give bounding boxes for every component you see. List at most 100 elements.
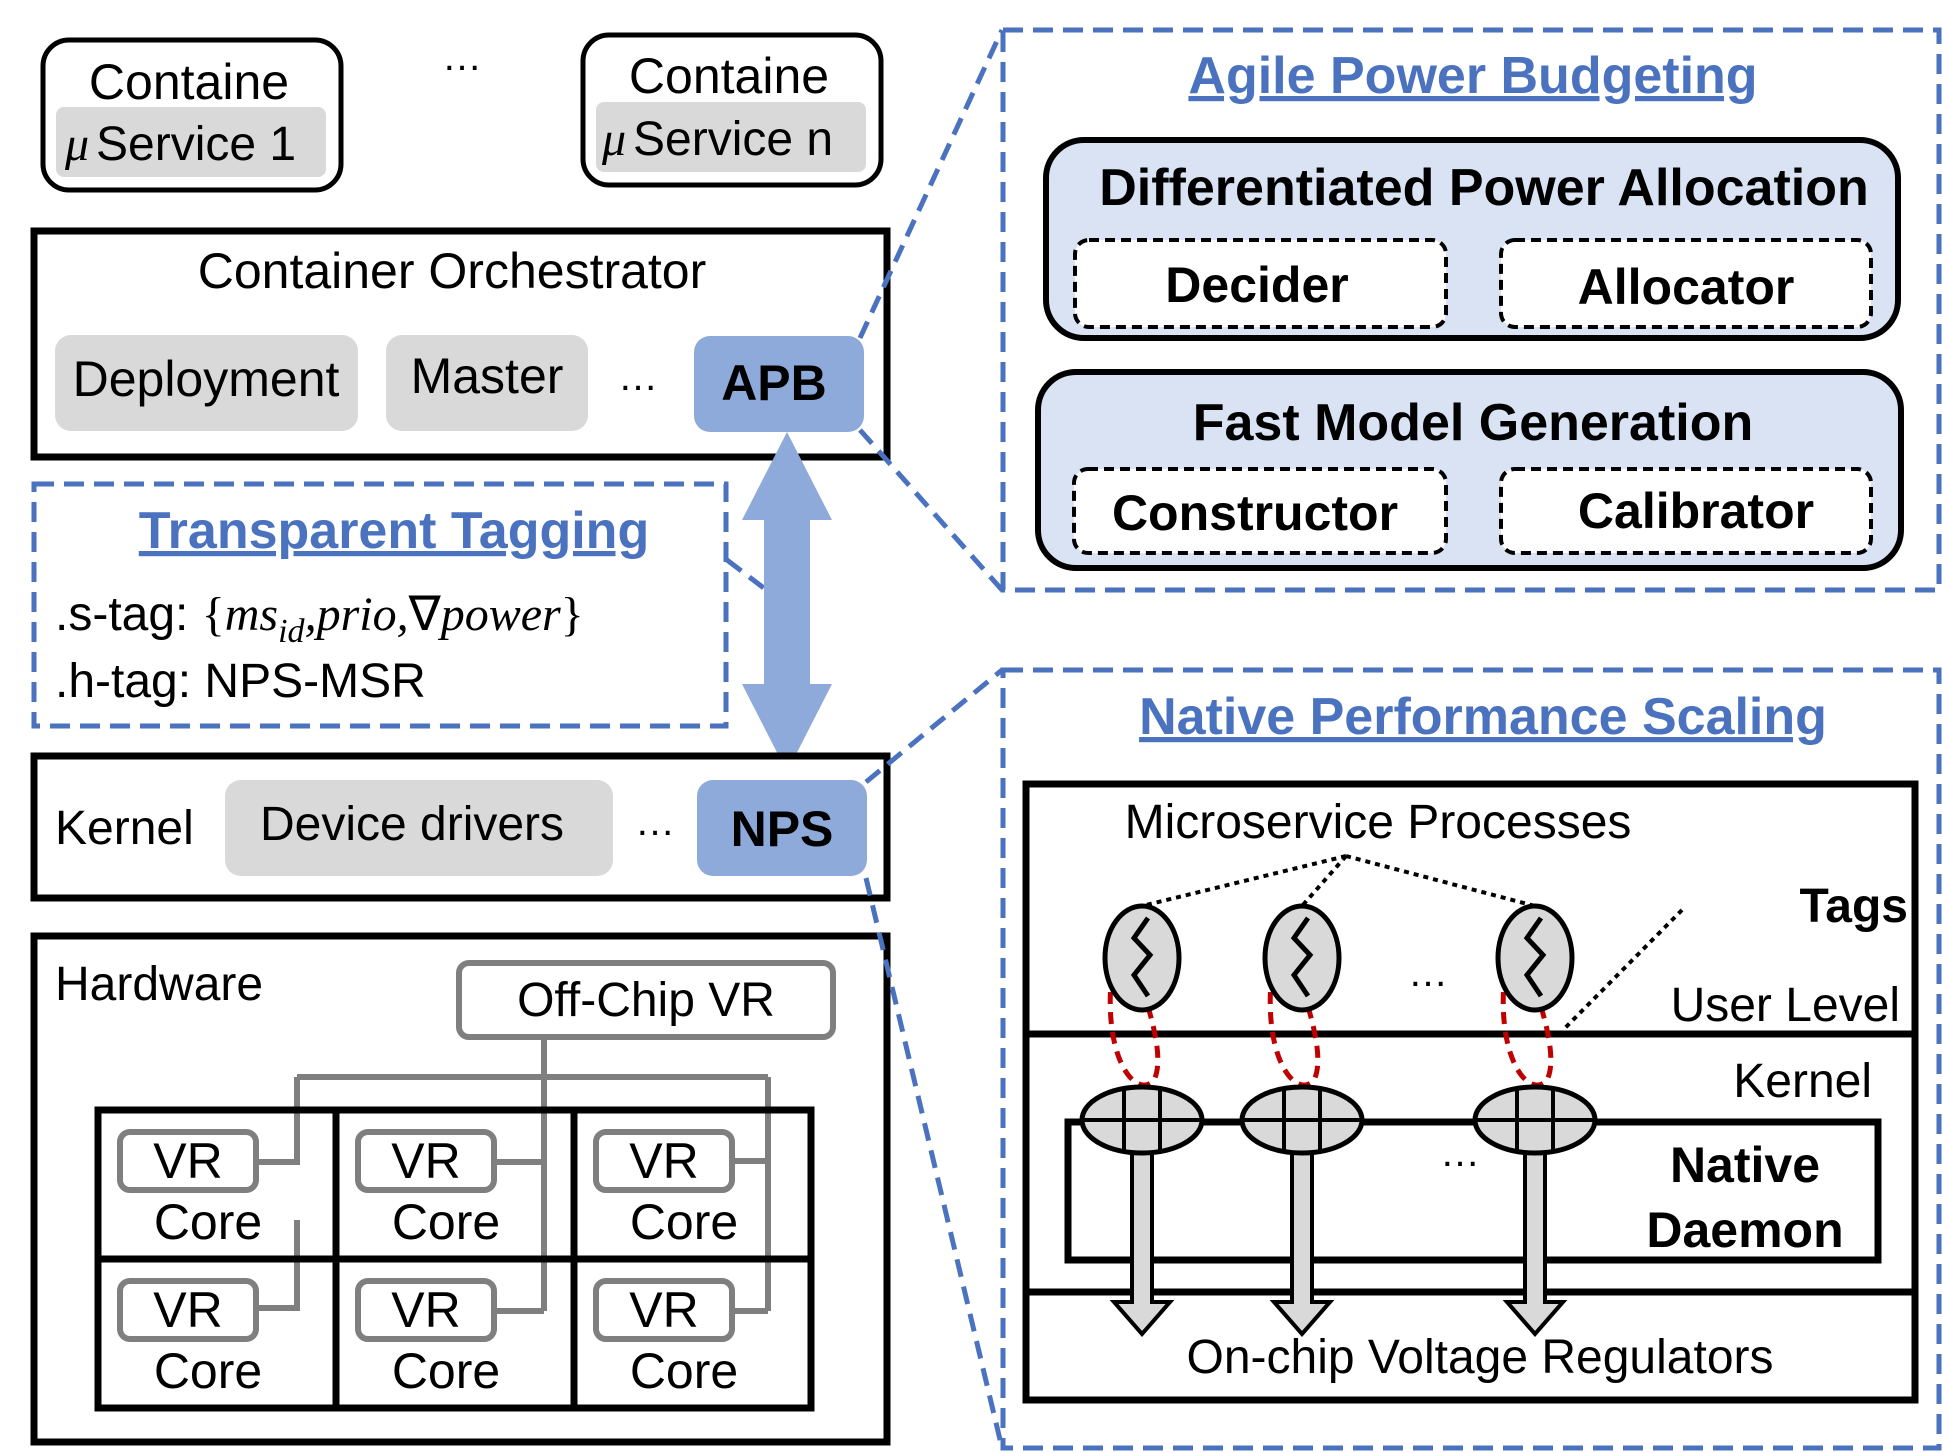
native-daemon-line1: Native — [1670, 1137, 1820, 1193]
tag-loop — [1267, 971, 1321, 1088]
device-drivers-chip — [225, 780, 613, 876]
vr-box — [355, 1278, 497, 1342]
daemon-ellipsis: … — [1440, 1131, 1480, 1175]
core-label: Core — [630, 1194, 738, 1250]
on-chip-regulators-label: On-chip Voltage Regulators — [1186, 1331, 1773, 1384]
s-tag-ms: ms — [225, 588, 278, 641]
dpa-title: Differentiated Power Allocation — [1099, 159, 1869, 217]
deployment-chip — [55, 335, 358, 431]
vr-label: VR — [391, 1133, 460, 1189]
regulator-arrow — [1269, 1148, 1335, 1338]
agile-power-budgeting-panel: Agile Power Budgeting Differentiated Pow… — [1000, 27, 1942, 593]
calibrator-box — [1499, 467, 1873, 555]
apb-panel-title: Agile Power Budgeting — [1188, 47, 1757, 105]
service-label: Service n — [633, 113, 833, 166]
vr-label: VR — [629, 1282, 698, 1338]
native-daemon-line2: Daemon — [1646, 1202, 1843, 1258]
transparent-tagging-box: Transparent Tagging .s-tag: {msid,prio,∇… — [31, 481, 729, 729]
user-level-label: User Level — [1671, 979, 1900, 1032]
device-drivers-label: Device drivers — [260, 798, 564, 851]
offchip-vr-label: Off-Chip VR — [517, 974, 775, 1027]
nps-chip — [697, 780, 867, 876]
native-performance-scaling-panel: Native Performance Scaling Microservice … — [1000, 667, 1942, 1451]
s-tag-id: id — [278, 613, 305, 650]
vr-label: VR — [391, 1282, 460, 1338]
thread-squiggle-icon — [1290, 916, 1314, 998]
constructor-box — [1072, 467, 1448, 555]
kernel-layer-label: Kernel — [1733, 1055, 1872, 1108]
hardware-label: Hardware — [55, 958, 263, 1011]
apb-label: APB — [721, 355, 827, 411]
kernel-box: Kernel Device drivers … NPS — [30, 752, 891, 902]
containers-ellipsis: … — [442, 35, 482, 79]
service-chip — [596, 102, 866, 172]
vr-label: VR — [153, 1133, 222, 1189]
core-label: Core — [392, 1343, 500, 1399]
container-orchestrator: Container Orchestrator Deployment Master… — [30, 227, 891, 461]
s-tag-brace-close: } — [561, 588, 584, 641]
constructor-label: Constructor — [1112, 485, 1398, 541]
process-groups — [1079, 903, 1598, 1338]
vr-box — [355, 1129, 497, 1193]
process-ellipse — [1262, 903, 1342, 1013]
calibrator-label: Calibrator — [1578, 483, 1814, 539]
tag-loop — [1500, 971, 1554, 1088]
tag-loop — [1107, 971, 1161, 1088]
s-tag-rest: ,prio, — [305, 588, 409, 641]
thread-squiggle-icon — [1130, 916, 1154, 998]
microservice-processes-label: Microservice Processes — [1125, 796, 1632, 849]
core-label: Core — [392, 1194, 500, 1250]
process-ellipse — [1495, 903, 1575, 1013]
s-tag-brace-open: { — [202, 588, 225, 641]
s-tag-nabla: ∇ — [408, 588, 442, 641]
s-tag-line: .s-tag: {msid,prio,∇power} — [55, 588, 584, 650]
process-group — [1079, 903, 1205, 1338]
s-tag-power: power — [438, 588, 561, 641]
process-group — [1239, 903, 1365, 1338]
process-tag-lines — [1141, 854, 1684, 1030]
service-label: Service 1 — [96, 118, 296, 171]
container-box-n: Containe μ Service n — [580, 32, 884, 188]
apb-chip — [694, 336, 864, 432]
core-label: Core — [630, 1343, 738, 1399]
hardware-box: Hardware Off-Chip VR VRCoreVRCoreVRCoreV… — [30, 932, 891, 1446]
s-tag-label: .s-tag: — [55, 588, 202, 641]
orchestrator-title: Container Orchestrator — [198, 243, 707, 299]
master-label: Master — [411, 348, 564, 404]
deployment-label: Deployment — [73, 351, 340, 407]
core-label: Core — [154, 1343, 262, 1399]
core-grid — [94, 1106, 815, 1412]
process-ellipsis: … — [1408, 951, 1448, 995]
fmg-title: Fast Model Generation — [1193, 394, 1754, 452]
apb-nps-double-arrow — [742, 432, 832, 772]
thread-squiggle-icon — [1523, 916, 1547, 998]
core-label: Core — [154, 1194, 262, 1250]
zoom-connectors — [857, 28, 1005, 1449]
decider-box — [1073, 238, 1448, 329]
allocator-box — [1499, 238, 1873, 329]
vr-box — [117, 1278, 259, 1342]
container-title: Containe — [89, 54, 289, 110]
nps-label: NPS — [731, 801, 834, 857]
mu-symbol: μ — [601, 113, 626, 166]
process-ellipse — [1102, 903, 1182, 1013]
container-box-1: Containe μ Service 1 — [40, 37, 344, 193]
service-chip — [56, 107, 326, 177]
vr-wiring — [258, 1040, 771, 1314]
orchestrator-ellipsis: … — [618, 355, 658, 399]
tags-label: Tags — [1800, 880, 1908, 933]
kernel-ellipsis: … — [635, 800, 675, 844]
tagging-title: Transparent Tagging — [139, 502, 649, 560]
master-chip — [386, 335, 588, 431]
vr-box — [117, 1129, 259, 1193]
nps-panel-title: Native Performance Scaling — [1139, 688, 1827, 746]
container-title: Containe — [629, 48, 829, 104]
process-group — [1472, 903, 1598, 1338]
allocator-label: Allocator — [1578, 259, 1795, 315]
